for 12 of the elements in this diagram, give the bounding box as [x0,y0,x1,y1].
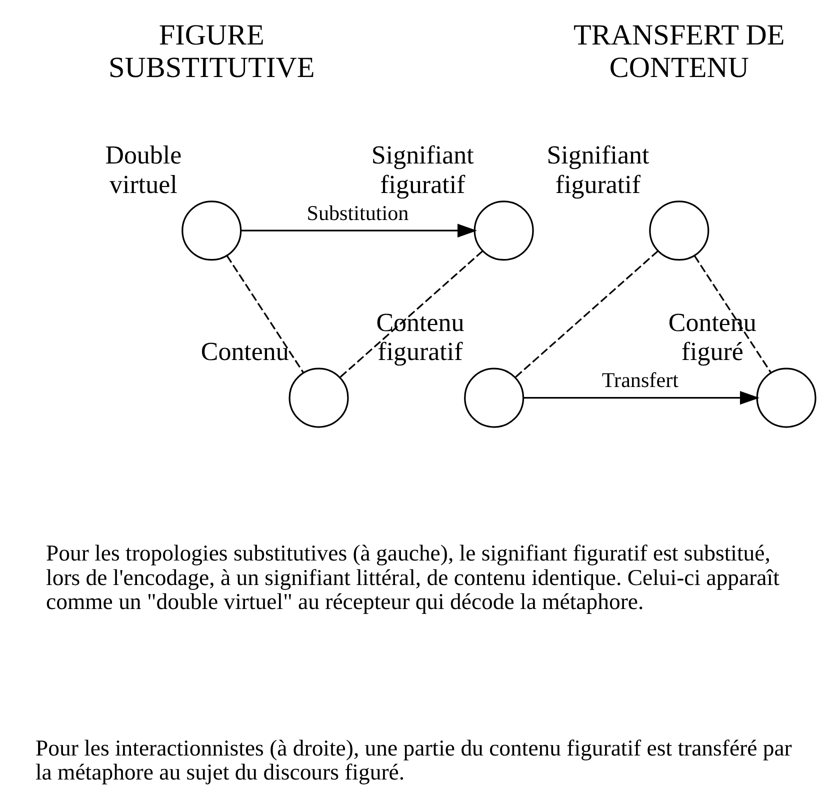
label: Pour les interactionnistes (à droite), une partie du contenu figuratif est transféré par la métaphore au sujet du discours figuré. [34,735,792,785]
edge-label: Transfert [601,368,678,392]
edge-label: Substitution [306,200,408,225]
node-label: Contenu figuratif [376,308,464,366]
label: TRANSFERT DE CONTENU [573,20,784,84]
label: FIGURE SUBSTITUTIVE [108,20,314,84]
node-label: Signifiant figuratif [370,140,474,199]
node-label: Signifiant figuratif [546,140,649,199]
node-label: Double virtuel [104,140,182,199]
label: Pour les tropologies substitutives (à gauche), le signifiant figuratif est substitué, lors de l'encodage, à un signifiant littéral, de contenu identique. Celui-ci apparaît comme un "double virtuel" au récepteur qui décode la métaphore. [46,540,779,614]
node-label: Contenu figuré [668,308,756,366]
node-label: Contenu [200,337,288,366]
